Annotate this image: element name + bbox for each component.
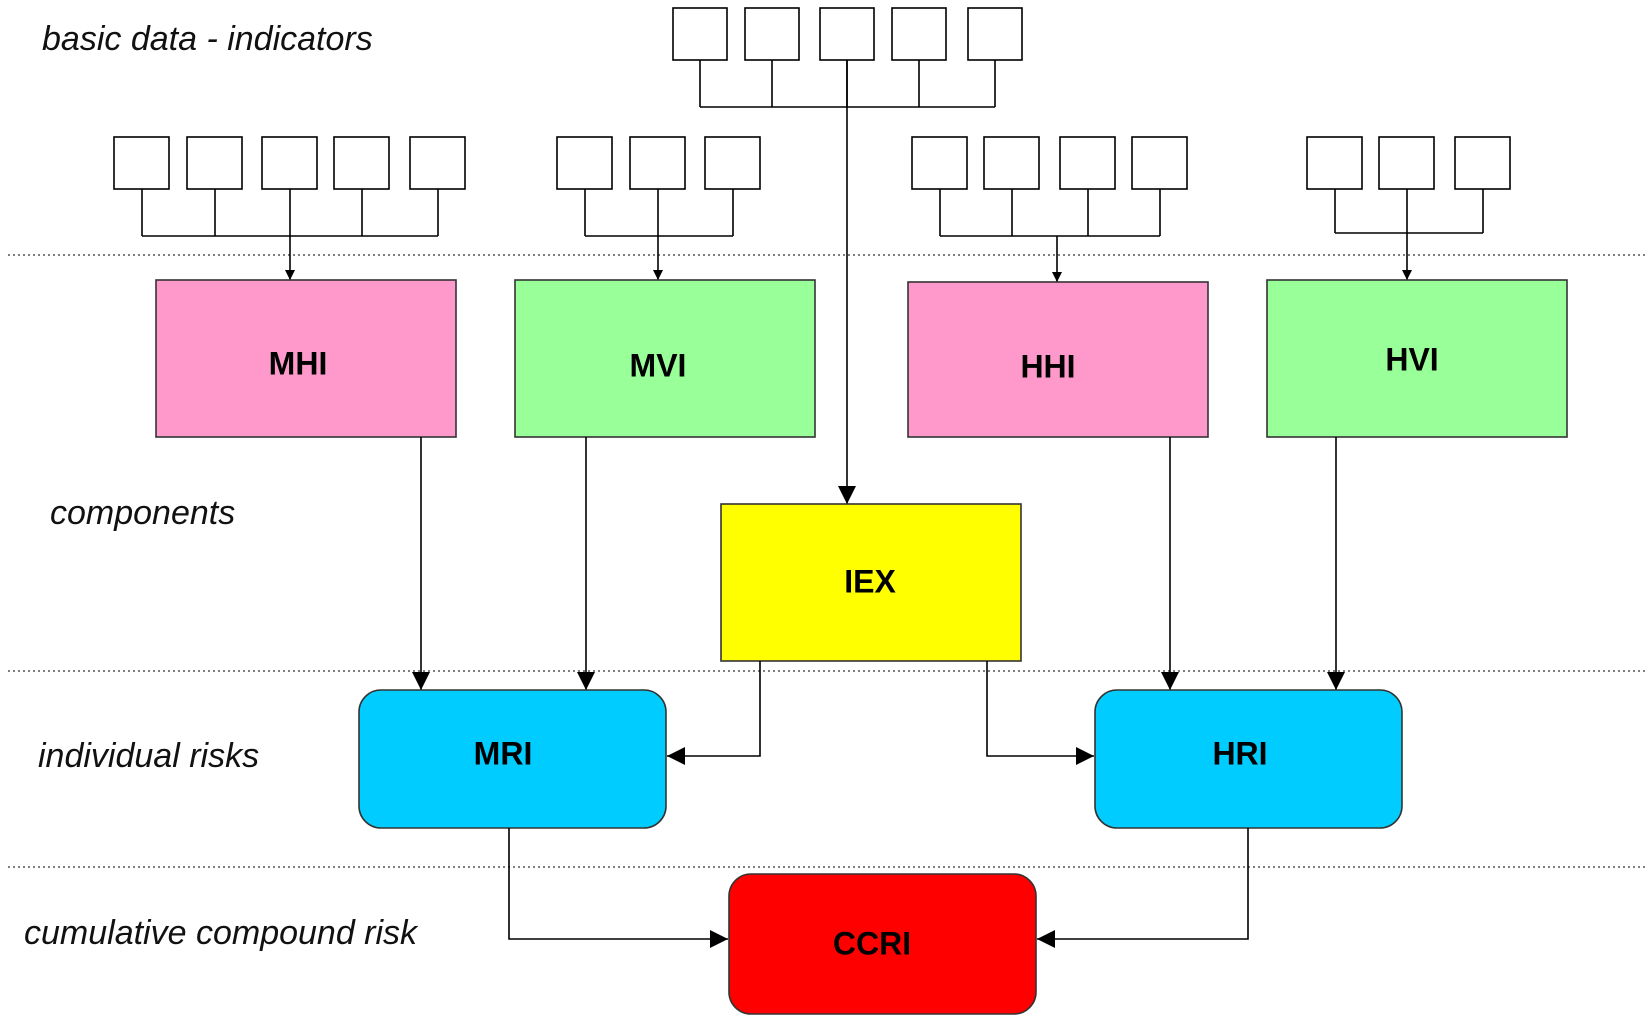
indicator-box <box>1306 136 1363 190</box>
indicator-group-hhi <box>911 136 1188 237</box>
indicator-box <box>629 136 686 190</box>
layer-label-basic-data: basic data - indicators <box>42 20 373 58</box>
indicator-box <box>911 136 968 190</box>
indicator-connector <box>584 189 734 237</box>
indicator-box <box>261 136 318 190</box>
indicator-box <box>704 136 761 190</box>
node-mri: MRI <box>358 689 667 829</box>
node-ccri: CCRI <box>728 873 1037 1015</box>
indicator-box <box>1131 136 1188 190</box>
indicator-group-exposure <box>672 7 1023 108</box>
arrow-mri-to-ccri <box>508 828 728 948</box>
indicator-box <box>1378 136 1435 190</box>
node-hhi: HHI <box>907 281 1209 438</box>
indicator-group-hvi <box>1306 136 1511 234</box>
arrow-iex-to-mri <box>667 661 761 765</box>
node-mhi: MHI <box>155 279 457 438</box>
indicator-box <box>556 136 613 190</box>
indicator-box <box>1059 136 1116 190</box>
layer-label-individual-risks: individual risks <box>38 737 259 775</box>
indicator-box <box>186 136 243 190</box>
layer-label-cumulative-compound-risk: cumulative compound risk <box>24 914 419 952</box>
indicator-group-mhi <box>113 136 466 237</box>
node-hvi: HVI <box>1266 279 1568 438</box>
node-label-hhi: HHI <box>1020 348 1075 384</box>
indicator-box <box>744 7 800 61</box>
node-label-mhi: MHI <box>269 345 328 381</box>
indicator-box <box>1454 136 1511 190</box>
node-label-hri: HRI <box>1212 735 1267 771</box>
node-label-ccri: CCRI <box>833 925 911 961</box>
indicator-box <box>819 7 875 61</box>
indicator-box <box>333 136 390 190</box>
indicator-group-mvi <box>556 136 761 237</box>
indicator-connector <box>141 189 439 237</box>
indicator-box <box>891 7 947 61</box>
indicator-connector <box>1334 189 1484 234</box>
node-hri: HRI <box>1094 689 1403 829</box>
arrow-iex-to-hri <box>986 661 1094 765</box>
layer-label-components: components <box>50 494 235 532</box>
indicator-box <box>409 136 466 190</box>
arrow-hri-to-ccri <box>1037 828 1249 948</box>
indicator-box <box>983 136 1040 190</box>
node-label-mvi: MVI <box>630 347 687 383</box>
indicator-box <box>672 7 728 61</box>
node-mvi: MVI <box>514 279 816 438</box>
indicator-box <box>113 136 170 190</box>
node-label-hvi: HVI <box>1385 341 1438 377</box>
indicator-connector <box>939 189 1161 237</box>
indicator-box <box>967 7 1023 61</box>
node-label-mri: MRI <box>474 735 533 771</box>
node-iex: IEX <box>720 503 1022 662</box>
node-label-iex: IEX <box>844 563 896 599</box>
